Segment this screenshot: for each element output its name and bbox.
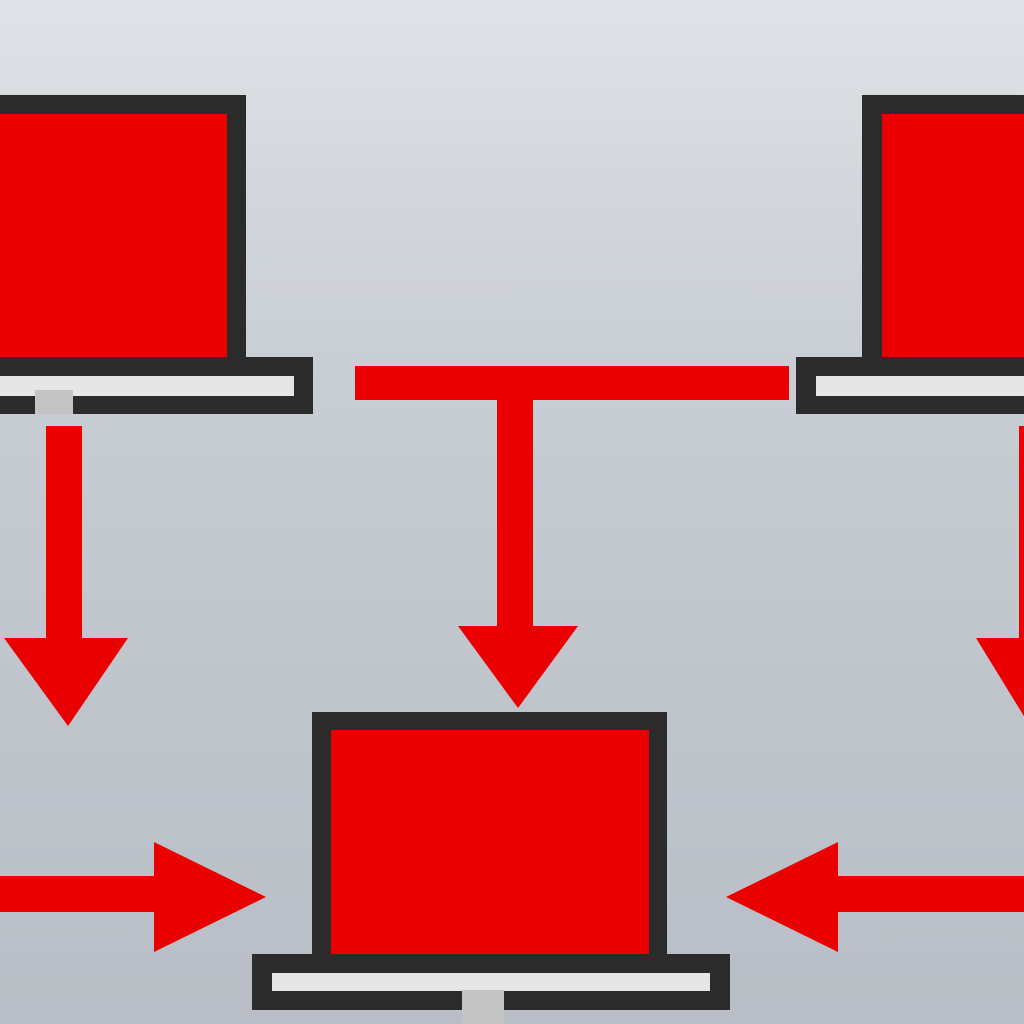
laptop-base-strip <box>272 973 710 991</box>
arrow-shaft <box>834 876 1024 912</box>
arrow-right-icon <box>154 842 266 952</box>
arrow-shaft <box>46 426 82 642</box>
t-junction-connector <box>355 366 789 708</box>
laptop-top-right-icon <box>796 95 1024 414</box>
left-down-arrow <box>4 426 128 726</box>
laptop-hinge <box>35 390 73 414</box>
arrow-down-icon <box>976 638 1024 717</box>
right-down-arrow <box>976 426 1024 717</box>
arrow-left-icon <box>726 842 838 952</box>
laptop-screen <box>0 114 227 358</box>
laptop-top-left-icon <box>0 95 313 414</box>
vertical-stem <box>497 400 533 630</box>
horizontal-bar <box>355 366 789 400</box>
arrow-right-connector <box>0 842 266 952</box>
laptop-base-strip <box>816 376 1024 396</box>
laptop-base-strip <box>0 376 294 396</box>
arrow-down-icon <box>458 626 578 708</box>
laptop-bottom-center-icon <box>252 712 730 1024</box>
laptop-screen <box>331 730 649 958</box>
arrow-left-connector <box>726 842 1024 952</box>
laptop-stand <box>462 990 504 1024</box>
arrow-shaft <box>1019 426 1024 642</box>
arrow-shaft <box>0 876 160 912</box>
arrow-down-icon <box>4 638 128 726</box>
laptop-screen <box>882 114 1024 358</box>
